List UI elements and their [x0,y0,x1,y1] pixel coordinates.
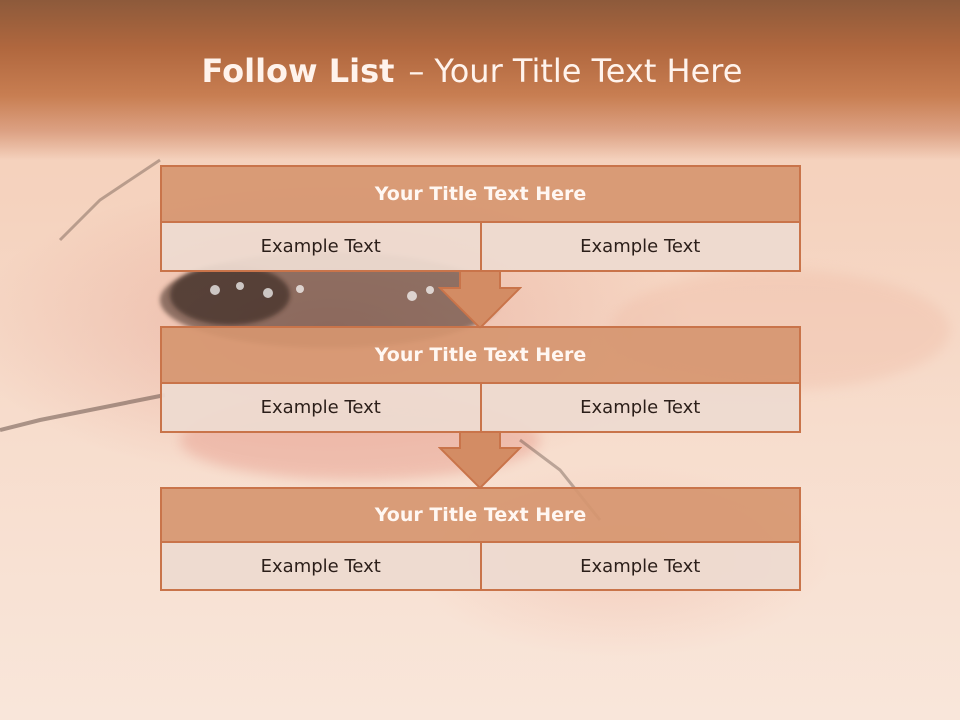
block-cell-left: Example Text [162,543,480,589]
follow-block-3: Your Title Text Here Example Text Exampl… [160,487,801,591]
block-title: Your Title Text Here [160,487,801,543]
block-cell-right: Example Text [479,543,799,589]
block-title: Your Title Text Here [160,165,801,223]
down-arrow-icon [438,430,522,490]
block-row: Example Text Example Text [160,223,801,272]
block-cell-right: Example Text [479,223,799,270]
follow-block-2: Your Title Text Here Example Text Exampl… [160,326,801,433]
block-cell-left: Example Text [162,223,480,270]
block-title: Your Title Text Here [160,326,801,384]
block-cell-left: Example Text [162,384,480,431]
header-band [0,0,960,160]
follow-block-1: Your Title Text Here Example Text Exampl… [160,165,801,272]
slide-title: Follow List–Your Title Text Here [0,52,944,90]
title-bold: Follow List [201,52,395,90]
block-row: Example Text Example Text [160,384,801,433]
block-cell-right: Example Text [479,384,799,431]
down-arrow-icon [438,270,522,330]
title-separator: – [408,52,425,90]
title-rest: Your Title Text Here [434,52,743,90]
block-row: Example Text Example Text [160,543,801,591]
